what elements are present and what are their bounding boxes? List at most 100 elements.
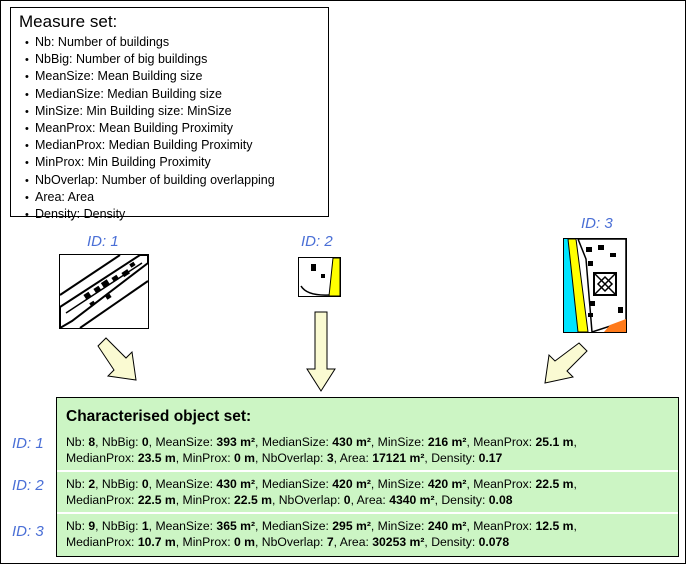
measure-key: , NbBig: bbox=[95, 519, 142, 533]
measure-value: 23.5 m bbox=[137, 451, 176, 465]
measure-value: 8 bbox=[88, 435, 96, 449]
row-divider bbox=[57, 470, 678, 472]
row-line: MedianProx: 23.5 m, MinProx: 0 m, NbOver… bbox=[66, 450, 671, 466]
measure-value: 10.7 m bbox=[137, 535, 176, 549]
measure-value: 0 bbox=[343, 493, 351, 507]
measure-key: , MedianSize: bbox=[255, 519, 333, 533]
building-map-3 bbox=[564, 239, 626, 332]
row-id-label-2: ID: 2 bbox=[12, 477, 44, 494]
measure-key: , Area: bbox=[333, 451, 373, 465]
measure-value: 216 m² bbox=[427, 435, 467, 449]
row-line: MedianProx: 10.7 m, MinProx: 0 m, NbOver… bbox=[66, 534, 671, 550]
measure-item: NbOverlap: Number of building overlappin… bbox=[25, 172, 320, 189]
measure-value: 420 m² bbox=[427, 477, 467, 491]
measure-key: , MinProx: bbox=[175, 451, 235, 465]
measure-key: Nb: bbox=[66, 477, 89, 491]
characterised-row-2: Nb: 2, NbBig: 0, MeanSize: 430 m², Media… bbox=[66, 476, 671, 508]
object-thumbnail-2 bbox=[298, 257, 341, 297]
measure-key: , MinProx: bbox=[175, 493, 235, 507]
characterised-set-title: Characterised object set: bbox=[66, 408, 252, 425]
measure-key: , MeanProx: bbox=[466, 519, 536, 533]
measure-key: , NbOverlap: bbox=[255, 451, 327, 465]
measure-value: 25.1 m bbox=[535, 435, 574, 449]
measure-value: 7 bbox=[326, 535, 334, 549]
measure-item: MedianSize: Median Building size bbox=[25, 86, 320, 103]
measure-key: , bbox=[573, 519, 577, 533]
row-line: Nb: 2, NbBig: 0, MeanSize: 430 m², Media… bbox=[66, 476, 671, 492]
measure-key: , NbBig: bbox=[95, 435, 142, 449]
measure-value: 393 m² bbox=[216, 435, 256, 449]
measure-key: MedianProx: bbox=[66, 493, 138, 507]
measure-key: , NbOverlap: bbox=[255, 535, 327, 549]
object-thumbnail-3 bbox=[563, 238, 627, 333]
measure-set-list: Nb: Number of buildings NbBig: Number of… bbox=[19, 34, 320, 223]
measure-key: , bbox=[573, 477, 577, 491]
measure-key: , MinSize: bbox=[370, 519, 428, 533]
arrow-object-1-to-set bbox=[97, 337, 137, 381]
measure-item: Area: Area bbox=[25, 189, 320, 206]
measure-value: 4340 m² bbox=[389, 493, 435, 507]
measure-value: 0 bbox=[141, 435, 149, 449]
measure-key: , bbox=[573, 435, 577, 449]
row-line: Nb: 9, NbBig: 1, MeanSize: 365 m², Media… bbox=[66, 518, 671, 534]
measure-key: , MeanSize: bbox=[148, 519, 217, 533]
measure-set-title: Measure set: bbox=[19, 12, 118, 31]
measure-value: 1 bbox=[141, 519, 149, 533]
measure-key: , MinSize: bbox=[370, 435, 428, 449]
measure-item: MeanSize: Mean Building size bbox=[25, 68, 320, 85]
arrow-object-2-to-set bbox=[306, 311, 336, 392]
measure-value: 430 m² bbox=[216, 477, 256, 491]
measure-value: 430 m² bbox=[332, 435, 371, 449]
measure-key: , MedianSize: bbox=[255, 435, 333, 449]
measure-value: 365 m² bbox=[216, 519, 256, 533]
measure-value: 12.5 m bbox=[535, 519, 574, 533]
measure-item: Density: Density bbox=[25, 206, 320, 223]
characterised-set-box: Characterised object set: Nb: 8, NbBig: … bbox=[56, 397, 679, 557]
measure-key: , Area: bbox=[350, 493, 390, 507]
measure-value: 0.078 bbox=[478, 535, 510, 549]
measure-value: 0.17 bbox=[478, 451, 503, 465]
measure-key: , MedianSize: bbox=[255, 477, 333, 491]
measure-key: , Area: bbox=[333, 535, 373, 549]
measure-item: MeanProx: Mean Building Proximity bbox=[25, 120, 320, 137]
measure-value: 420 m² bbox=[332, 477, 371, 491]
measure-key: , MeanSize: bbox=[148, 435, 217, 449]
measure-key: , MinProx: bbox=[175, 535, 235, 549]
measure-value: 2 bbox=[88, 477, 96, 491]
measure-item: MedianProx: Median Building Proximity bbox=[25, 137, 320, 154]
measure-item: NbBig: Number of big buildings bbox=[25, 51, 320, 68]
measure-key: , NbOverlap: bbox=[271, 493, 344, 507]
object-id-label-1: ID: 1 bbox=[87, 233, 119, 250]
building-map-2 bbox=[300, 258, 340, 296]
measure-key: , Density: bbox=[424, 451, 479, 465]
measure-item: MinSize: Min Building size: MinSize bbox=[25, 103, 320, 120]
measure-key: , MeanSize: bbox=[148, 477, 217, 491]
measure-key: , MeanProx: bbox=[466, 477, 536, 491]
row-divider bbox=[57, 512, 678, 514]
object-thumbnail-1 bbox=[59, 254, 149, 329]
measure-key: MedianProx: bbox=[66, 535, 138, 549]
row-line: MedianProx: 22.5 m, MinProx: 22.5 m, NbO… bbox=[66, 492, 671, 508]
measure-value: 17121 m² bbox=[372, 451, 425, 465]
object-id-label-3: ID: 3 bbox=[581, 215, 613, 232]
building-map-1 bbox=[60, 255, 148, 328]
measure-value: 295 m² bbox=[332, 519, 371, 533]
measure-value: 240 m² bbox=[427, 519, 467, 533]
measure-key: , MinSize: bbox=[370, 477, 428, 491]
measure-item: MinProx: Min Building Proximity bbox=[25, 154, 320, 171]
characterised-row-1: Nb: 8, NbBig: 0, MeanSize: 393 m², Media… bbox=[66, 434, 671, 466]
measure-key: , NbBig: bbox=[95, 477, 142, 491]
measure-item: Nb: Number of buildings bbox=[25, 34, 320, 51]
measure-value: 0 bbox=[141, 477, 149, 491]
measure-value: 0 m bbox=[234, 451, 256, 465]
characterised-row-3: Nb: 9, NbBig: 1, MeanSize: 365 m², Media… bbox=[66, 518, 671, 550]
arrow-object-3-to-set bbox=[544, 342, 588, 384]
measure-value: 30253 m² bbox=[372, 535, 425, 549]
measure-key: Nb: bbox=[66, 519, 89, 533]
measure-key: Nb: bbox=[66, 435, 89, 449]
measure-set-box: Measure set: Nb: Number of buildings NbB… bbox=[10, 7, 329, 221]
measure-key: MedianProx: bbox=[66, 451, 138, 465]
measure-key: , Density: bbox=[434, 493, 489, 507]
measure-value: 9 bbox=[88, 519, 96, 533]
